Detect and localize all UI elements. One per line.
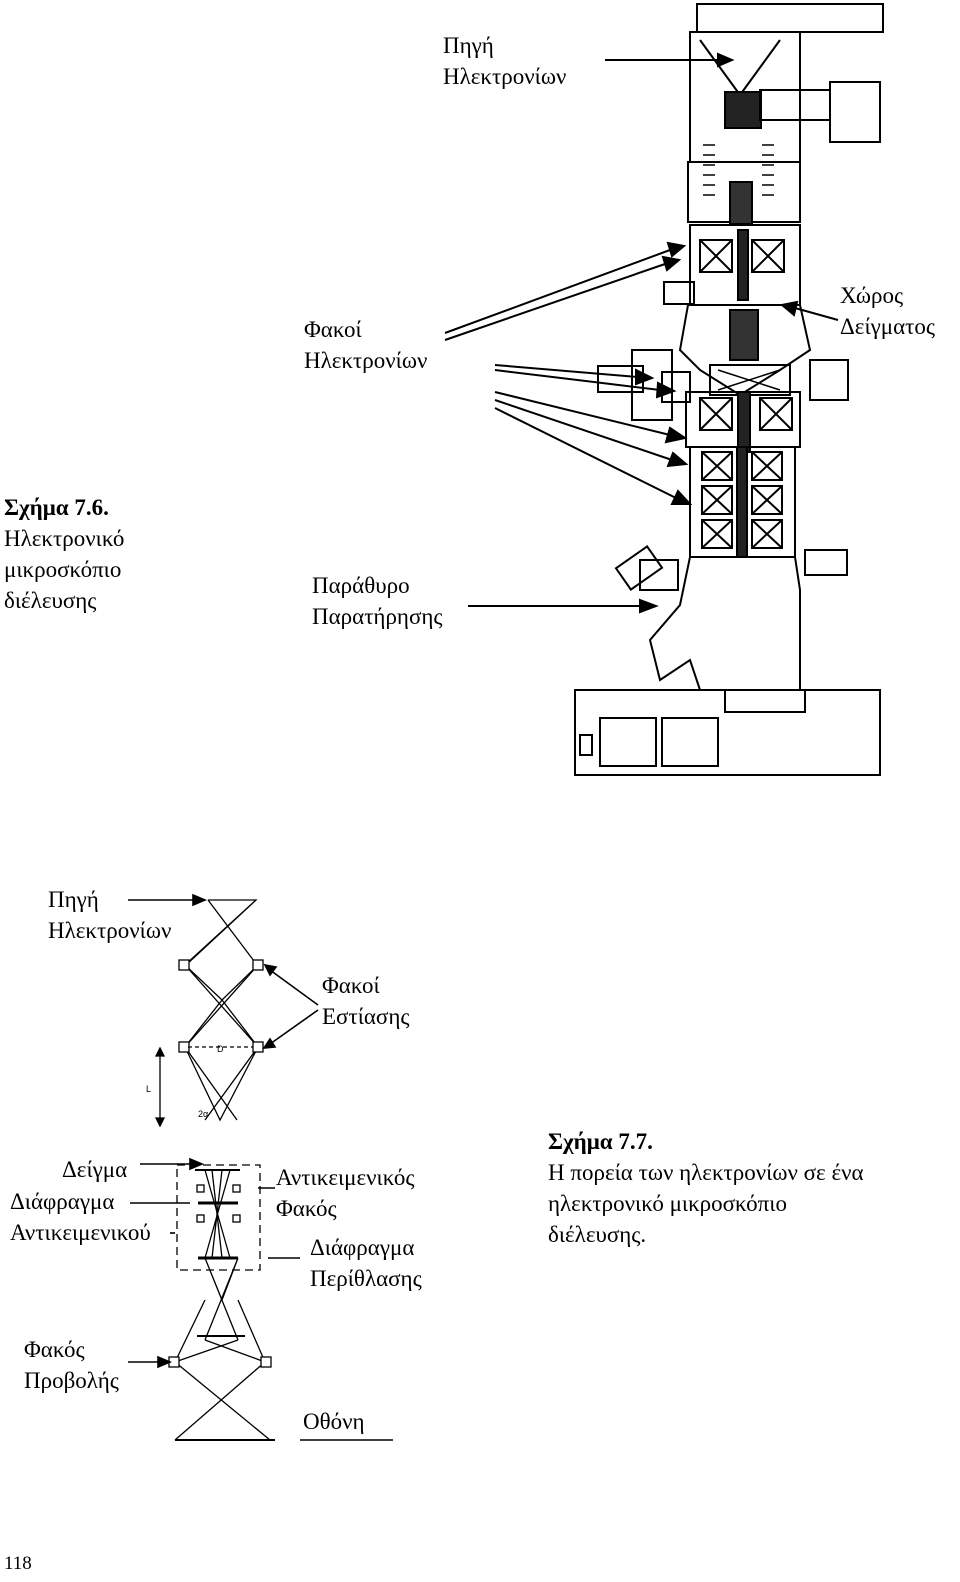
label-line: Φακοί <box>322 973 380 998</box>
label-line: Περίθλασης <box>310 1266 422 1291</box>
label-sample-space: Χώρος Δείγματος <box>840 280 935 342</box>
label-focusing-lenses: Φακοί Εστίασης <box>322 970 409 1032</box>
label-electron-lenses: Φακοί Ηλεκτρονίων <box>304 314 427 376</box>
caption-number: Σχήμα 7.7. <box>548 1129 653 1154</box>
caption-number: Σχήμα 7.6. <box>4 495 109 520</box>
caption-line: Ηλεκτρονικό <box>4 526 125 551</box>
caption-line: Η πορεία των ηλεκτρονίων σε ένα <box>548 1160 864 1185</box>
label-objective-aperture: Διάφραγμα Αντικειμενικού <box>10 1186 151 1248</box>
caption-line: ηλεκτρονικό μικροσκόπιο <box>548 1191 787 1216</box>
caption-line: διέλευσης <box>4 588 97 613</box>
label-line: Αντικειμενικού <box>10 1220 151 1245</box>
label-line: Ηλεκτρονίων <box>443 64 567 89</box>
label-line: Εστίασης <box>322 1004 410 1029</box>
label-line: Πηγή <box>443 33 494 58</box>
diagram-mark-d: D <box>217 1044 224 1054</box>
diagram-mark-l: L <box>146 1084 151 1094</box>
microscope-column <box>574 3 884 776</box>
page-number: 118 <box>4 1553 32 1574</box>
label-line: Ηλεκτρονίων <box>48 918 172 943</box>
caption-line: μικροσκόπιο <box>4 557 122 582</box>
label-line: Ηλεκτρονίων <box>304 348 428 373</box>
label-screen: Οθόνη <box>303 1406 365 1437</box>
label-line: Φακός <box>24 1337 85 1362</box>
label-sample: Δείγμα <box>62 1154 127 1185</box>
label-line: Αντικειμενικός <box>276 1165 415 1190</box>
label-ray-electron-source: Πηγή Ηλεκτρονίων <box>48 884 171 946</box>
label-viewing-window: Παράθυρο Παρατήρησης <box>312 570 443 632</box>
caption-figure-7-6: Σχήμα 7.6. Ηλεκτρονικό μικροσκόπιο διέλε… <box>4 492 124 616</box>
ray-diagram <box>154 899 275 1441</box>
label-line: Παράθυρο <box>312 573 410 598</box>
label-line: Προβολής <box>24 1368 119 1393</box>
label-line: Οθόνη <box>303 1409 365 1434</box>
label-line: Δείγματος <box>840 314 936 339</box>
label-projection-lens: Φακός Προβολής <box>24 1334 119 1396</box>
label-line: Φακοί <box>304 317 362 342</box>
label-line: Χώρος <box>840 283 904 308</box>
fig77-pointers <box>128 893 393 1441</box>
label-electron-source: Πηγή Ηλεκτρονίων <box>443 30 566 92</box>
label-line: Φακός <box>276 1196 337 1221</box>
fig76-pointers <box>444 52 839 614</box>
label-line: Διάφραγμα <box>10 1189 115 1214</box>
label-diffraction-aperture: Διάφραγμα Περίθλασης <box>310 1232 422 1294</box>
label-line: Δείγμα <box>62 1157 128 1182</box>
diagram-mark-two-alpha: 2α <box>198 1109 208 1119</box>
label-line: Διάφραγμα <box>310 1235 415 1260</box>
label-line: Πηγή <box>48 887 99 912</box>
label-objective-lens: Αντικειμενικός Φακός <box>276 1162 414 1224</box>
label-line: Παρατήρησης <box>312 604 443 629</box>
caption-figure-7-7: Σχήμα 7.7. Η πορεία των ηλεκτρονίων σε έ… <box>548 1126 864 1250</box>
caption-line: διέλευσης. <box>548 1222 647 1247</box>
